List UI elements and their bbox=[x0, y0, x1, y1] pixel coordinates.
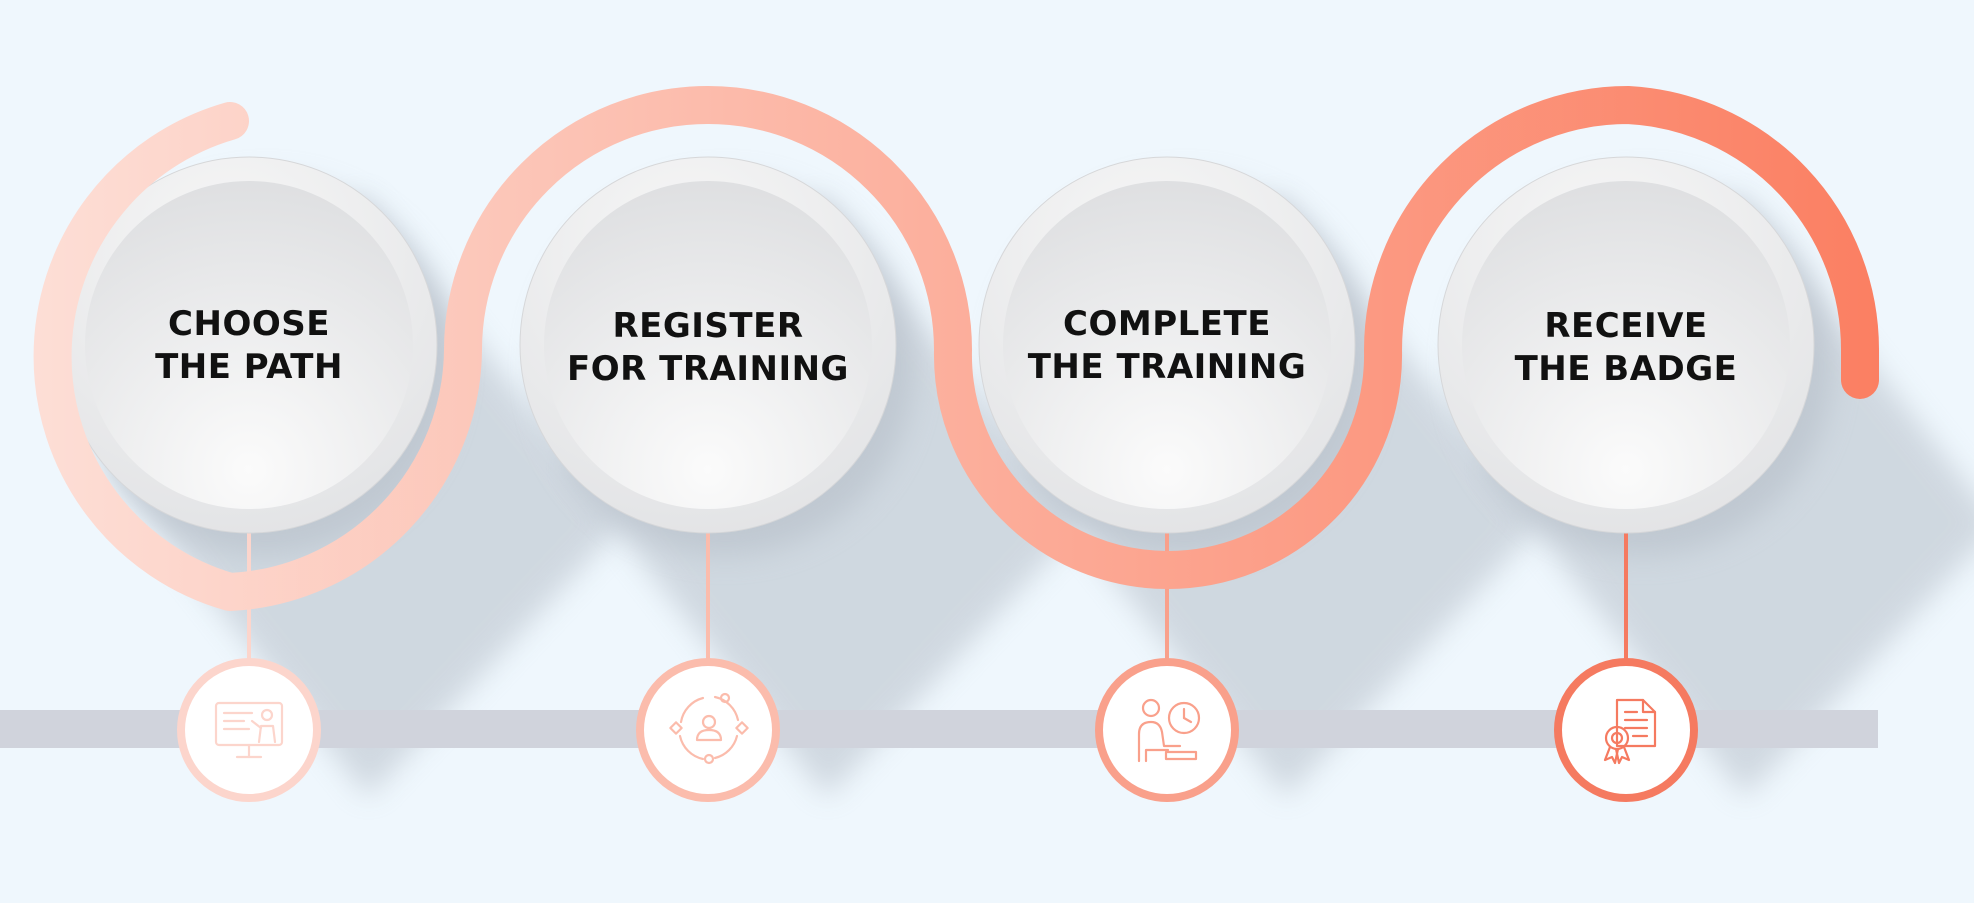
step-label-line2: THE BADGE bbox=[1514, 349, 1738, 389]
step-label-line2: THE PATH bbox=[155, 347, 343, 387]
step-label-line1: REGISTER bbox=[612, 306, 804, 346]
step-label-line1: CHOOSE bbox=[168, 304, 330, 344]
step-label-line2: FOR TRAINING bbox=[567, 349, 849, 389]
step-label-complete-training: COMPLETE THE TRAINING bbox=[1002, 303, 1332, 389]
step-label-choose-path: CHOOSE THE PATH bbox=[84, 303, 414, 389]
step-label-line1: COMPLETE bbox=[1063, 304, 1271, 344]
step-circles bbox=[60, 156, 1815, 534]
step-inner-circle bbox=[1462, 181, 1790, 509]
step-label-line2: THE TRAINING bbox=[1027, 347, 1307, 387]
step-inner-circle bbox=[85, 181, 413, 509]
icon-circle bbox=[1095, 658, 1239, 802]
step-inner-circle bbox=[544, 181, 872, 509]
serpentine-progress-path bbox=[33, 86, 1880, 611]
step-label-receive-badge: RECEIVE THE BADGE bbox=[1461, 305, 1791, 391]
presentation-screen-icon bbox=[214, 701, 284, 759]
step-inner-circle bbox=[1003, 181, 1331, 509]
user-network-icon bbox=[669, 692, 749, 765]
certificate-badge-icon bbox=[1603, 698, 1657, 765]
step-label-line1: RECEIVE bbox=[1544, 306, 1708, 346]
step-label-register-training: REGISTER FOR TRAINING bbox=[543, 305, 873, 391]
study-clock-icon bbox=[1137, 698, 1201, 763]
